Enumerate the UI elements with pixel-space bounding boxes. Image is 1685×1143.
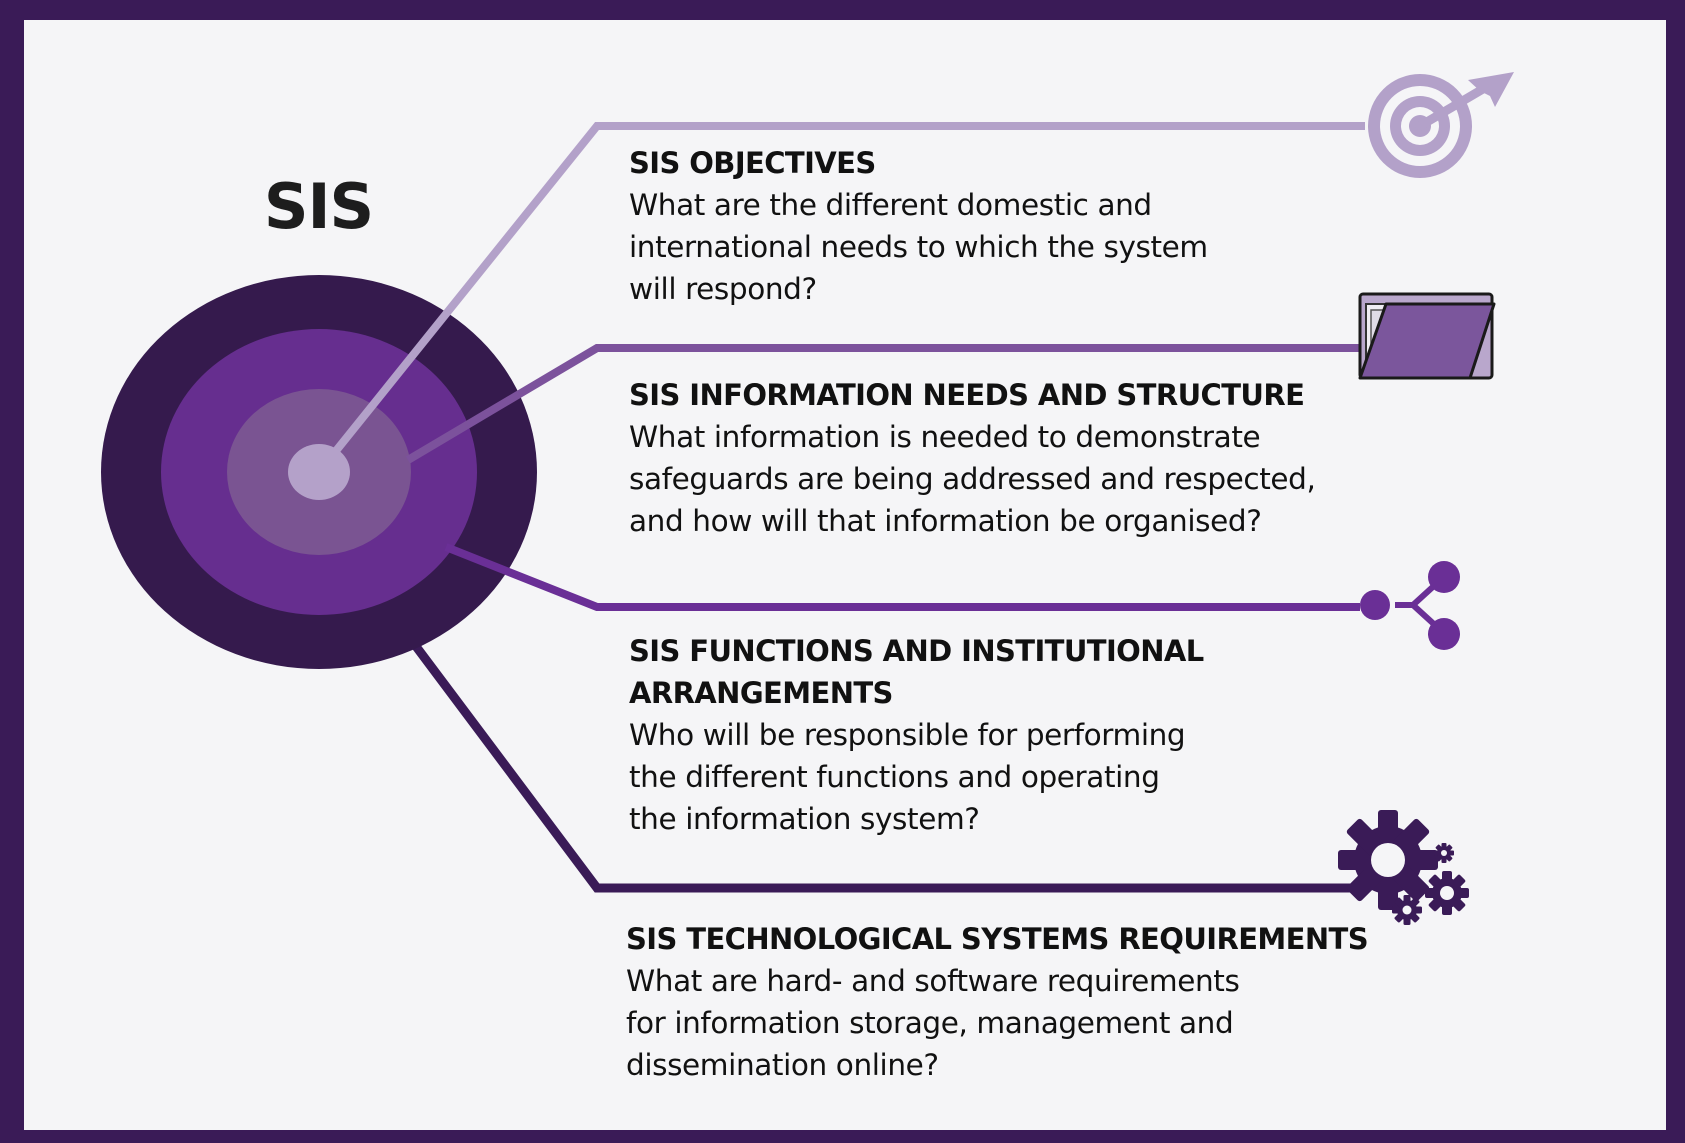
- item-objectives: SIS OBJECTIVES What are the different do…: [629, 142, 1208, 310]
- item-technological: SIS TECHNOLOGICAL SYSTEMS REQUIREMENTS W…: [626, 918, 1369, 1086]
- item-heading: SIS TECHNOLOGICAL SYSTEMS REQUIREMENTS: [626, 922, 1369, 956]
- folder-icon: [1358, 292, 1496, 380]
- branch-line-technological: [396, 622, 1360, 893]
- item-description: What are hard- and software requirements…: [626, 964, 1240, 1082]
- item-description: What are the different domestic and inte…: [629, 188, 1208, 306]
- branch-line-information-needs: [405, 344, 1360, 464]
- item-heading: SIS INFORMATION NEEDS AND STRUCTURE: [629, 378, 1305, 412]
- branch-line-functions: [444, 543, 1360, 611]
- item-description: Who will be responsible for performing t…: [629, 718, 1186, 836]
- item-functions: SIS FUNCTIONS AND INSTITUTIONAL ARRANGEM…: [629, 630, 1204, 840]
- item-heading: SIS OBJECTIVES: [629, 146, 876, 180]
- share-icon: [1360, 561, 1460, 650]
- target-icon: [1368, 72, 1514, 178]
- gears-icon: [1338, 810, 1469, 925]
- ring-center: [288, 444, 350, 500]
- item-heading: SIS FUNCTIONS AND INSTITUTIONAL ARRANGEM…: [629, 634, 1204, 710]
- branch-line-objectives: [315, 122, 1365, 475]
- item-information-needs: SIS INFORMATION NEEDS AND STRUCTURE What…: [629, 374, 1316, 542]
- item-description: What information is needed to demonstrat…: [629, 420, 1316, 538]
- diagram-title: SIS: [263, 170, 374, 243]
